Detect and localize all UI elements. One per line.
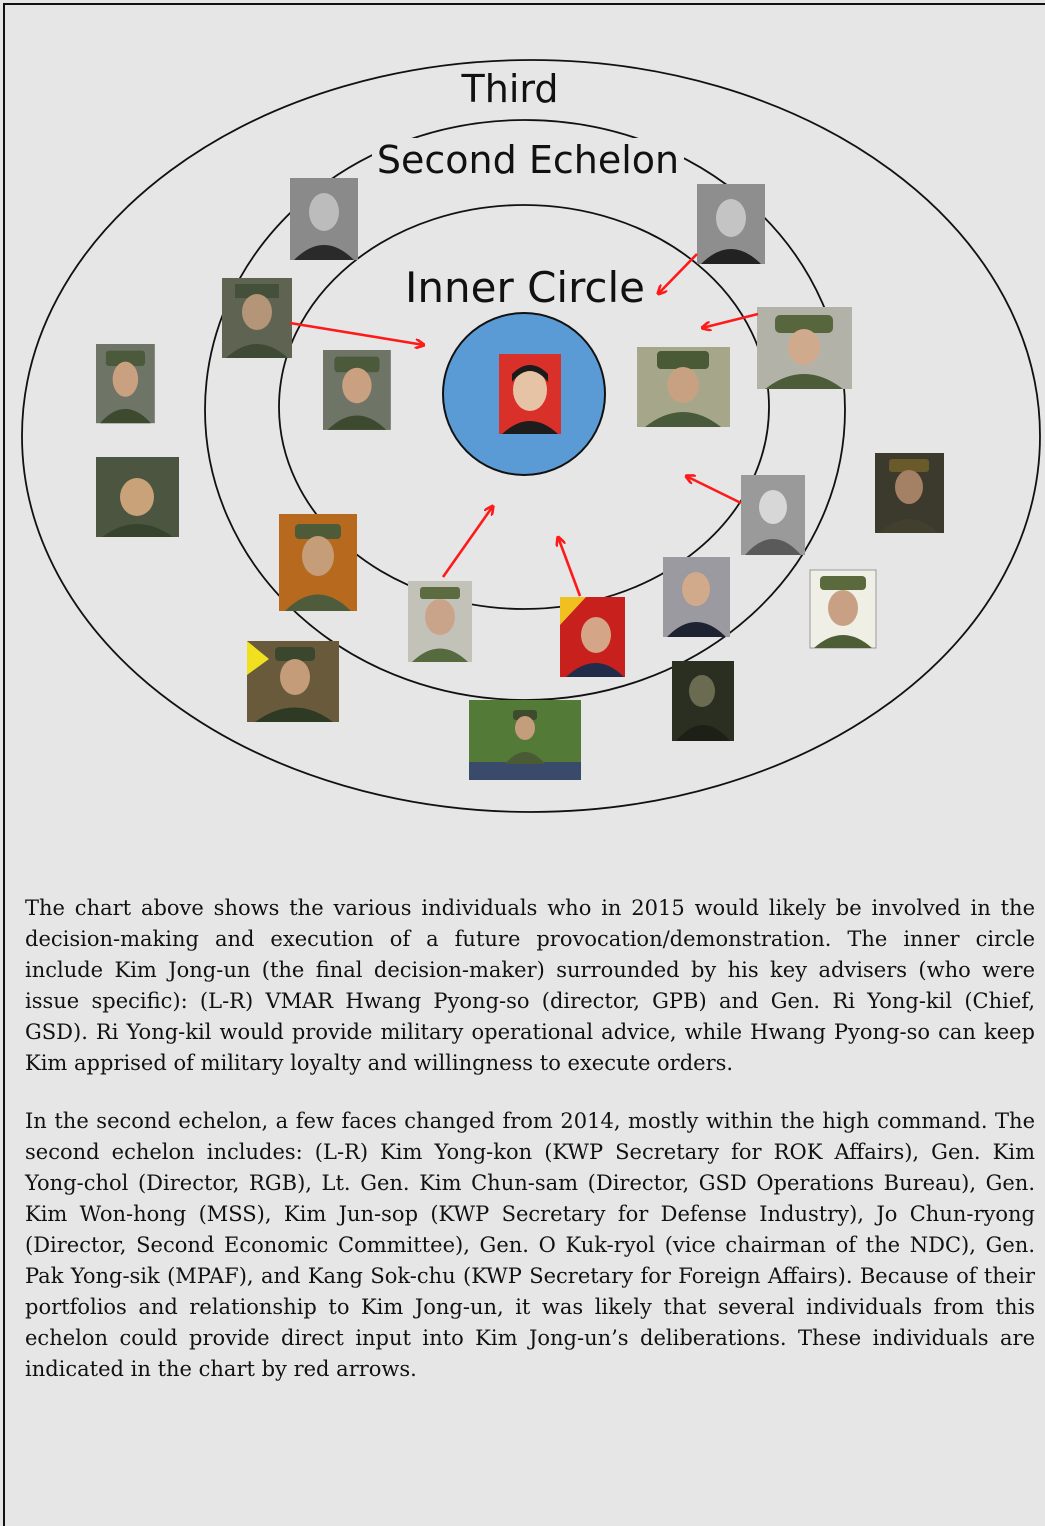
- arrow-from-right-lower: [686, 476, 742, 505]
- portrait-inner-left: [323, 350, 391, 430]
- portrait-third-right-lower: [809, 569, 877, 649]
- third-ring: [21, 59, 1041, 813]
- second-echelon-label: Second Echelon: [377, 138, 679, 182]
- caption-paragraph-inner-circle: The chart above shows the various indivi…: [25, 896, 1035, 1075]
- portrait-third-bottom-center: [469, 700, 581, 780]
- leader-portrait: [499, 354, 561, 434]
- portrait-second-bottom-center: [560, 597, 625, 677]
- portrait-second-bottom-left: [408, 581, 472, 662]
- arrow-from-left: [289, 321, 424, 345]
- portrait-inner-right: [637, 347, 730, 427]
- arrow-from-right-upper: [702, 312, 759, 328]
- caption: The chart above shows the various indivi…: [25, 893, 1035, 1412]
- third-ring-label: Third: [461, 67, 559, 111]
- inner-circle-label: Inner Circle: [405, 263, 645, 312]
- portrait-second-top-right: [697, 184, 765, 264]
- arrow-from-bottom-center: [558, 537, 582, 597]
- caption-paragraph-second-echelon: In the second echelon, a few faces chang…: [25, 1109, 1035, 1381]
- portrait-third-bottom-left: [247, 641, 339, 722]
- echelon-diagram: Third Second Echelon Inner Circle: [21, 59, 1041, 813]
- portrait-second-top-left: [290, 178, 358, 260]
- inner-circle-ring: [278, 204, 770, 610]
- portrait-third-left-mid: [96, 457, 179, 537]
- portrait-second-left-lower: [279, 514, 357, 611]
- second-label-backdrop: [372, 138, 684, 178]
- portrait-third-right-upper: [875, 453, 944, 533]
- arrow-from-bottom-left: [441, 506, 493, 578]
- portrait-third-left-upper: [96, 344, 155, 424]
- portrait-second-left: [222, 278, 292, 358]
- portrait-third-bottom-right: [672, 661, 734, 741]
- portrait-second-bottom-right: [663, 557, 730, 637]
- portrait-second-right-upper: [757, 307, 852, 389]
- arrow-from-top-right: [658, 253, 698, 294]
- third-label-backdrop: [452, 68, 572, 110]
- portrait-second-right-lower: [741, 475, 805, 555]
